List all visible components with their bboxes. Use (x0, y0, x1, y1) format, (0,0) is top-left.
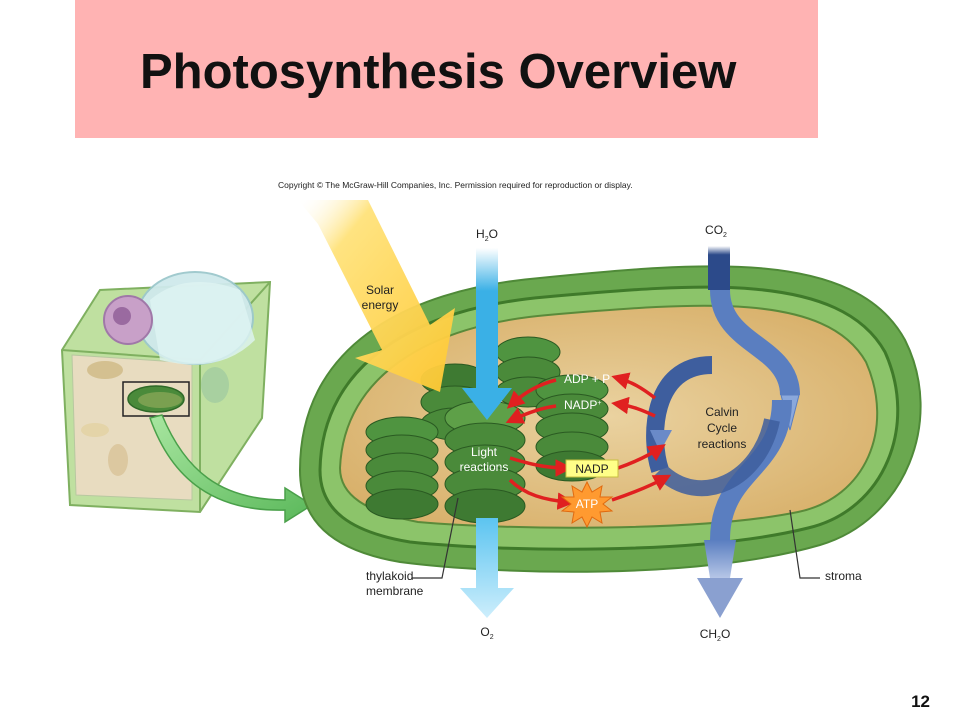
nadp-plus-label: NADP+ (564, 398, 601, 412)
arrow-to-atp (508, 478, 575, 510)
calvin-cycle (646, 289, 800, 618)
solar-energy-label-line2: energy (362, 298, 399, 312)
copyright-notice: Copyright © The McGraw-Hill Companies, I… (278, 180, 633, 190)
energy-transfer-arrows (505, 372, 672, 510)
zoom-arrow (149, 414, 314, 524)
atp-burst (560, 480, 614, 529)
arrow-calvin-to-adp (611, 372, 657, 400)
granum-left (365, 416, 439, 520)
oxygen-arrow (460, 518, 514, 618)
thylakoid-membrane-label-line2: membrane (366, 584, 424, 598)
nadp-box (565, 459, 619, 478)
arrow-calvin-to-nadp-plus (611, 396, 656, 418)
calvin-cycle-label-line1: Calvin (705, 405, 738, 419)
thylakoid-leader-line (412, 497, 459, 579)
o2-label: O2 (480, 625, 493, 641)
stroma-leader-line (789, 509, 820, 579)
arrow-adp-to-granum (506, 378, 557, 409)
arrow-nadp-plus-to-granum (505, 404, 557, 424)
title-banner (75, 0, 818, 138)
plant-cell-illustration (60, 271, 272, 514)
arrow-atp-to-calvin (611, 474, 672, 502)
calvin-cycle-label-line3: reactions (698, 437, 747, 451)
solar-energy-arrow (298, 200, 455, 392)
arrow-to-nadp (509, 456, 573, 477)
thylakoid-membrane-label-line1: thylakoid (366, 569, 413, 583)
solar-energy-label-line1: Solar (366, 283, 394, 297)
calvin-cycle-label-line2: Cycle (707, 421, 737, 435)
stroma-label: stroma (825, 569, 862, 583)
granum-center (444, 400, 526, 524)
co2-label: CO2 (705, 223, 727, 239)
light-reactions-label-line1: Light (471, 445, 498, 459)
nadp-label: NADP (575, 462, 608, 476)
water-arrow (462, 248, 512, 420)
page-number: 12 (911, 692, 930, 711)
thylakoid-grana (365, 336, 609, 524)
arrow-nadp-to-calvin (617, 444, 666, 470)
co2-arrow (708, 246, 730, 290)
page-title: Photosynthesis Overview (140, 45, 737, 99)
atp-label: ATP (576, 497, 598, 511)
light-reactions-label-line2: reactions (460, 460, 509, 474)
h2o-label: H2O (476, 227, 498, 243)
ch2o-label: CH2O (700, 627, 731, 643)
adp-p-label: ADP + P (564, 372, 610, 386)
